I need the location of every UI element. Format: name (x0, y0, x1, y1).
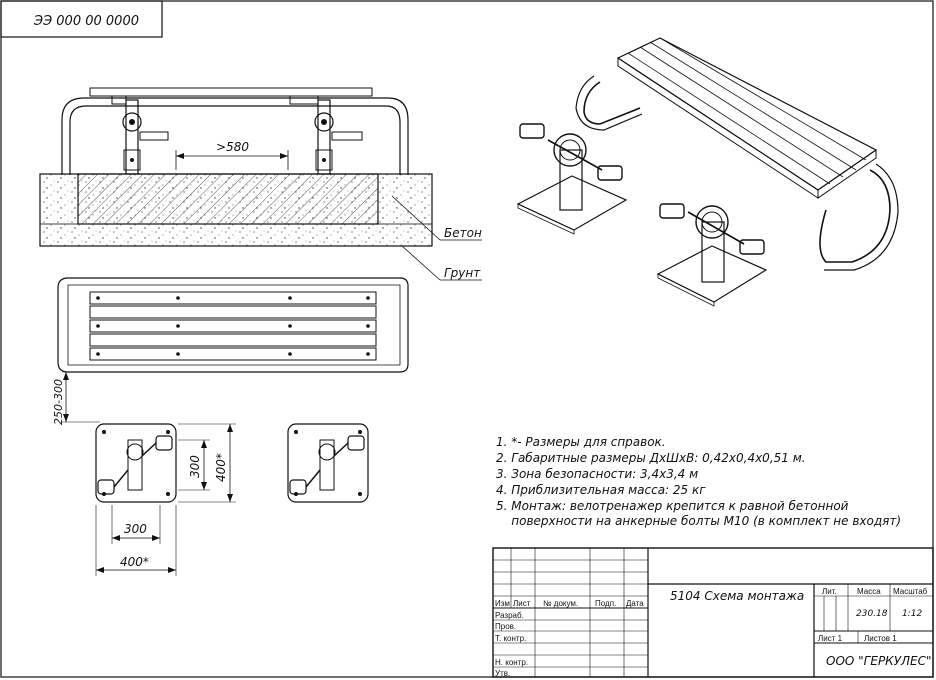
document-code: ЭЭ 000 00 0000 (33, 14, 139, 29)
col-doc: № докум. (543, 599, 578, 608)
note-4: 4. Приблизительная масса: 25 кг (496, 483, 706, 497)
note-1: 1. *- Размеры для справок. (496, 435, 666, 449)
front-view: >580 Бетон Грунт (39, 87, 482, 281)
dim-inner-width: 300 (124, 522, 147, 536)
notes: 1. *- Размеры для справок. 2. Габаритные… (496, 435, 901, 528)
row-nkontr: Н. контр. (495, 658, 528, 667)
note-5: 5. Монтаж: велотренажер крепится к равно… (496, 499, 849, 513)
dim-inner-height: 300 (188, 455, 202, 478)
trainer-right (289, 95, 363, 175)
row-utv: Утв. (495, 669, 510, 678)
company-name: ООО "ГЕРКУЛЕС" (826, 654, 932, 668)
isometric-view (516, 37, 899, 307)
row-prov: Пров. (495, 622, 516, 631)
title-block: Изм Лист № докум. Подп. Дата Разраб. Про… (492, 547, 934, 678)
row-tkontr: Т. контр. (495, 634, 526, 643)
mass-value: 230.18 (856, 609, 888, 619)
label-ground: Грунт (444, 266, 481, 280)
sheet-count: Листов 1 (864, 634, 897, 643)
note-3: 3. Зона безопасности: 3,4х3,4 м (496, 467, 698, 481)
base-plate-left: 300 400* 300 400* (95, 423, 236, 576)
lit-label: Лит. (822, 587, 837, 596)
dim-width: >580 (216, 140, 249, 154)
document-code-stamp: ЭЭ 000 00 0000 (0, 0, 163, 38)
scale-label: Масштаб (893, 587, 928, 596)
dim-gap: 250-300 (52, 379, 65, 425)
dim-outer-width: 400* (120, 555, 149, 569)
scale-value: 1:12 (902, 609, 922, 619)
note-5-cont: поверхности на анкерные болты М10 (в ком… (496, 514, 901, 528)
dim-outer-height: 400* (214, 453, 228, 482)
mass-label: Масса (857, 587, 881, 596)
base-plate-right (287, 423, 369, 503)
hatched-foundation (77, 173, 379, 225)
note-2: 2. Габаритные размеры ДхШхВ: 0,42х0,4х0,… (496, 451, 806, 465)
trainer-left (111, 95, 169, 175)
row-razrab: Разраб. (495, 611, 524, 620)
col-sign: Подп. (595, 599, 616, 608)
plan-view: 250-300 (52, 277, 409, 425)
sheet-number: Лист 1 (818, 634, 843, 643)
label-concrete: Бетон (444, 226, 482, 240)
col-date: Дата (626, 599, 644, 608)
col-izm: Изм (495, 599, 510, 608)
col-list: Лист (513, 599, 531, 608)
drawing-title: 5104 Схема монтажа (670, 589, 804, 603)
